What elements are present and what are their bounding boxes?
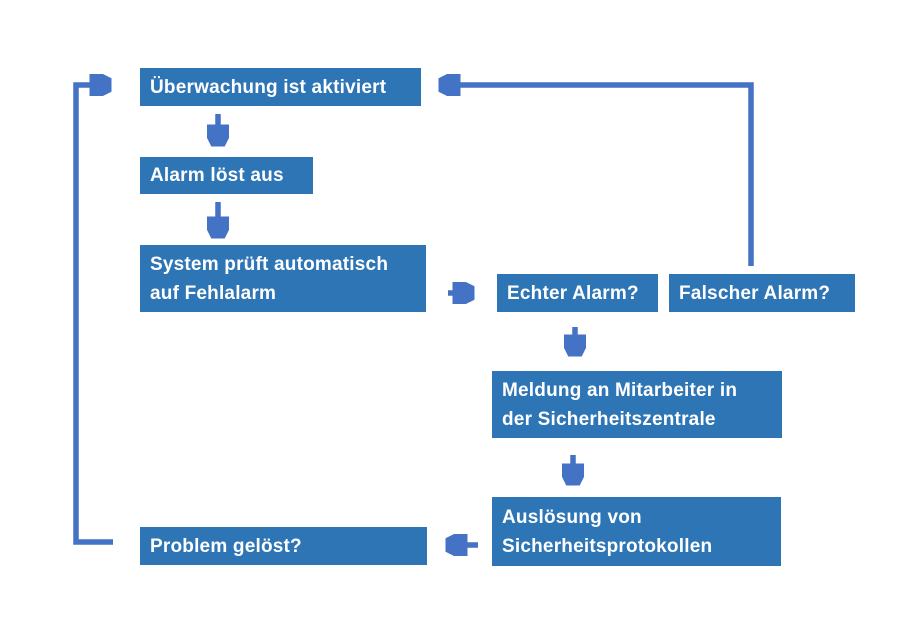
node-falscher-alarm: Falscher Alarm? xyxy=(669,274,855,312)
node-meldung-sicherheitszentrale: Meldung an Mitarbeiter in der Sicherheit… xyxy=(492,371,782,438)
edge-problem-to-monitoring-loop-arrow xyxy=(73,85,113,545)
node-ausloesung-sicherheitsprotokolle: Auslösung von Sicherheitsprotokollen xyxy=(492,497,781,566)
edge-falscher-to-monitoring-loop-arrow xyxy=(443,85,754,266)
node-problem-geloest: Problem gelöst? xyxy=(140,527,427,565)
node-alarm-loest-aus: Alarm löst aus xyxy=(140,157,313,194)
node-system-prueft-fehlalarm: System prüft automatisch auf Fehlalarm xyxy=(140,245,426,312)
node-echter-alarm: Echter Alarm? xyxy=(497,274,658,312)
node-ueberwachung-ist-aktiviert: Überwachung ist aktiviert xyxy=(140,68,421,106)
